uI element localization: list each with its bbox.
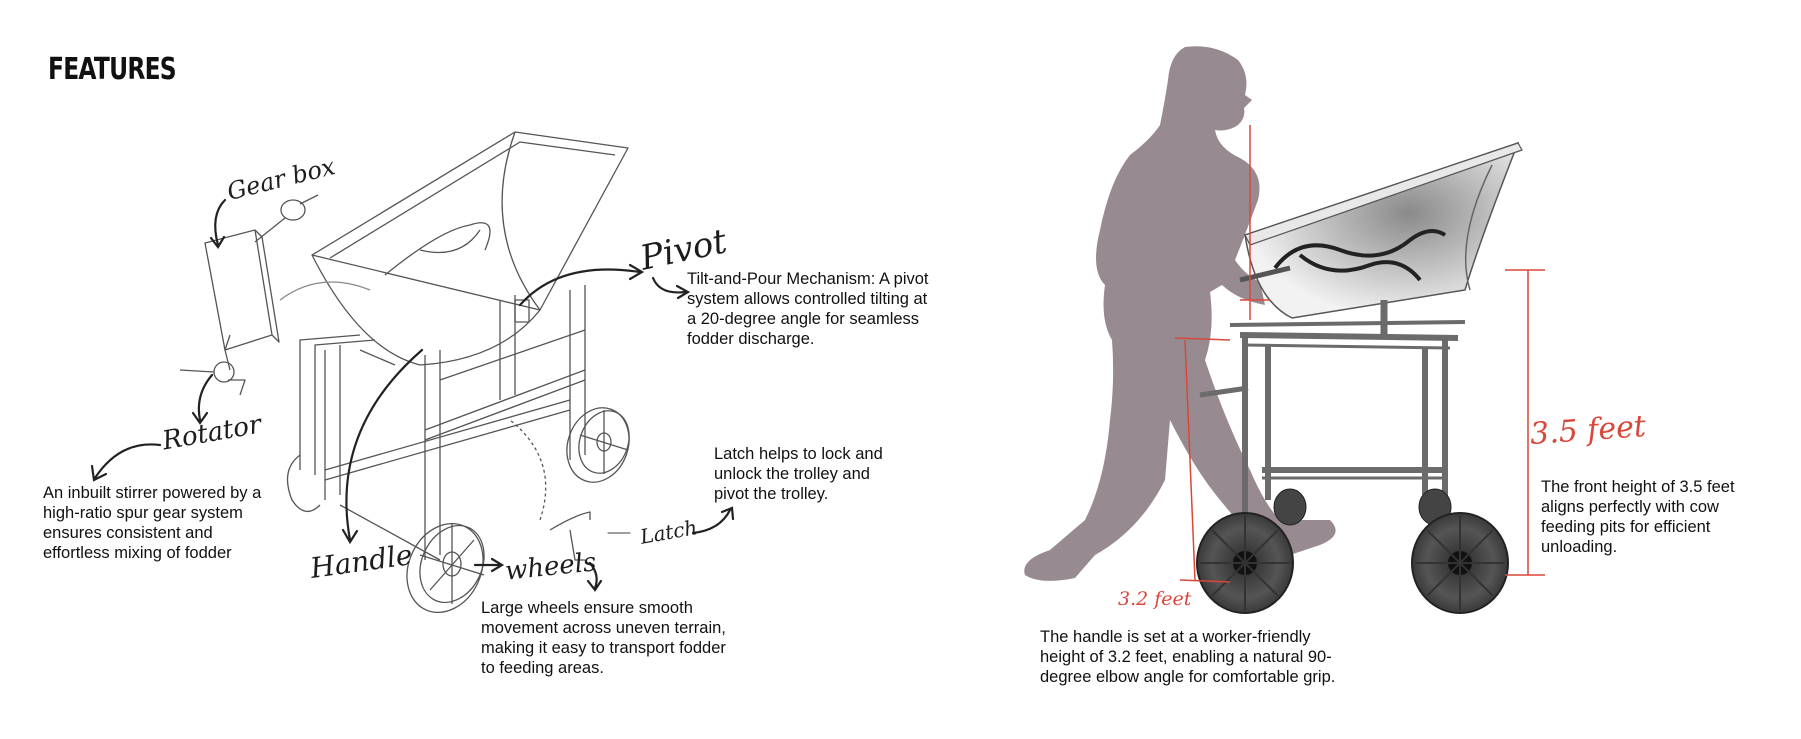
desc-line: degree elbow angle for comfortable grip.: [1040, 668, 1336, 686]
desc-line: aligns perfectly with cow: [1541, 498, 1719, 516]
front-dimension-label: 3.5 feet: [1528, 408, 1648, 453]
desc-line: unlock the trolley and: [714, 465, 870, 483]
desc-line: system allows controlled tilting at: [687, 290, 928, 308]
dimension-lines: [1174, 125, 1545, 583]
pivot-description: Tilt-and-Pour Mechanism: A pivot system …: [687, 269, 929, 349]
worker-silhouette: [1024, 46, 1336, 581]
front-height-description: The front height of 3.5 feet aligns perf…: [1541, 477, 1735, 557]
desc-line: making it easy to transport fodder: [481, 639, 726, 657]
handle-dimension-label: 3.2 feet: [1118, 588, 1192, 610]
rendered-wheels: [1196, 488, 1509, 614]
desc-line: Large wheels ensure smooth: [481, 599, 693, 617]
desc-line: high-ratio spur gear system: [43, 504, 243, 522]
wheels-description: Large wheels ensure smooth movement acro…: [481, 598, 726, 678]
desc-line: fodder discharge.: [687, 330, 815, 348]
desc-line: effortless mixing of fodder: [43, 544, 232, 562]
stirrer-description: An inbuilt stirrer powered by a high-rat…: [43, 483, 261, 563]
rendered-hopper: [1239, 141, 1523, 319]
trolley-sketch: [90, 131, 735, 614]
desc-line: Tilt-and-Pour Mechanism: A pivot: [687, 270, 929, 288]
desc-line: Latch helps to lock and: [714, 445, 883, 463]
page-title: FEATURES: [48, 52, 177, 87]
desc-line: The front height of 3.5 feet: [1541, 478, 1735, 496]
desc-line: movement across uneven terrain,: [481, 619, 726, 637]
handle-height-description: The handle is set at a worker-friendly h…: [1040, 627, 1335, 687]
latch-description: Latch helps to lock and unlock the troll…: [714, 444, 883, 504]
desc-line: ensures consistent and: [43, 524, 213, 542]
desc-line: feeding pits for efficient: [1541, 518, 1711, 536]
desc-line: height of 3.2 feet, enabling a natural 9…: [1040, 648, 1332, 666]
desc-line: to feeding areas.: [481, 659, 604, 677]
desc-line: unloading.: [1541, 538, 1618, 556]
desc-line: pivot the trolley.: [714, 485, 829, 503]
desc-line: The handle is set at a worker-friendly: [1040, 628, 1311, 646]
rendered-frame: [1199, 300, 1466, 540]
desc-line: An inbuilt stirrer powered by a: [43, 484, 262, 502]
desc-line: a 20-degree angle for seamless: [687, 310, 920, 328]
